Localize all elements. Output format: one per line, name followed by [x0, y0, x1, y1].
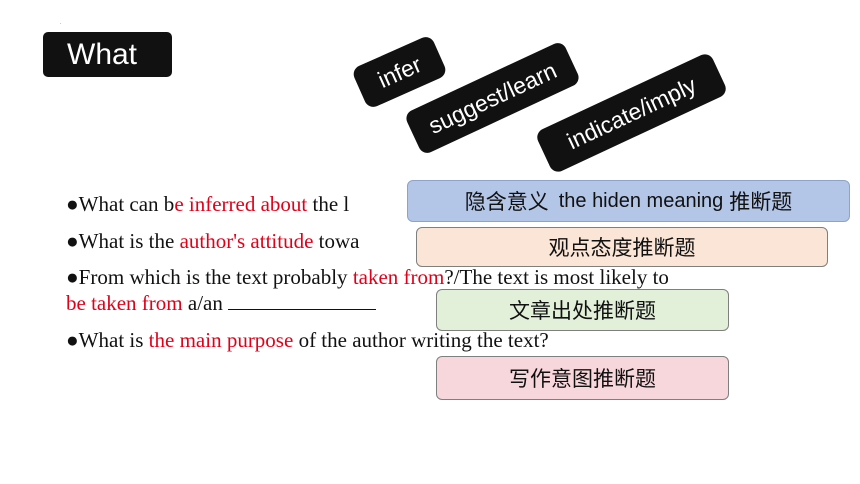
question-text: the l — [307, 192, 350, 216]
question-text: towa — [313, 229, 360, 253]
question-text: ?/The text is most likely to — [444, 265, 669, 289]
question-inferred: ●What can be inferred about the l — [66, 191, 349, 217]
box-attitude-text: 观点态度推断题 — [548, 236, 696, 260]
question-source: ●From which is the text probably taken f… — [66, 264, 669, 290]
tag-infer-text: infer — [373, 50, 426, 93]
question-keyword: the main purpose — [148, 328, 294, 352]
question-keyword: author's attitude — [179, 229, 314, 253]
question-text: of the author writing the text? — [293, 328, 549, 352]
slide-title: What — [43, 32, 172, 77]
box-hidden-cn: 隐含意义 — [464, 190, 549, 214]
question-text: ●What is — [66, 328, 149, 352]
answer-blank — [228, 291, 377, 310]
question-keyword: be taken from — [66, 291, 183, 315]
question-text: ●What is the — [66, 229, 180, 253]
question-source-continued: be taken from a/an — [66, 290, 377, 316]
question-purpose: ●What is the main purpose of the author … — [66, 327, 549, 353]
box-source: 文章出处推断题 — [436, 289, 729, 331]
slide-title-text: What — [67, 37, 138, 71]
question-keyword: taken from — [352, 265, 445, 289]
tag-infer: infer — [350, 34, 449, 110]
tag-indicate-imply-text: indicate/imply — [562, 71, 700, 154]
box-purpose: 写作意图推断题 — [436, 356, 729, 400]
question-text: ●From which is the text probably — [66, 265, 353, 289]
box-purpose-text: 写作意图推断题 — [509, 367, 656, 391]
question-text: ●What can b — [66, 192, 175, 216]
decorative-dot: . — [60, 20, 62, 26]
question-attitude: ●What is the author's attitude towa — [66, 228, 360, 254]
question-keyword: e inferred about — [174, 192, 308, 216]
box-attitude: 观点态度推断题 — [416, 227, 828, 267]
box-hidden-type: 推断题 — [729, 190, 793, 214]
box-hidden-en: the hiden meaning — [558, 189, 724, 212]
box-source-text: 文章出处推断题 — [509, 299, 656, 323]
question-text: a/an — [182, 291, 229, 315]
